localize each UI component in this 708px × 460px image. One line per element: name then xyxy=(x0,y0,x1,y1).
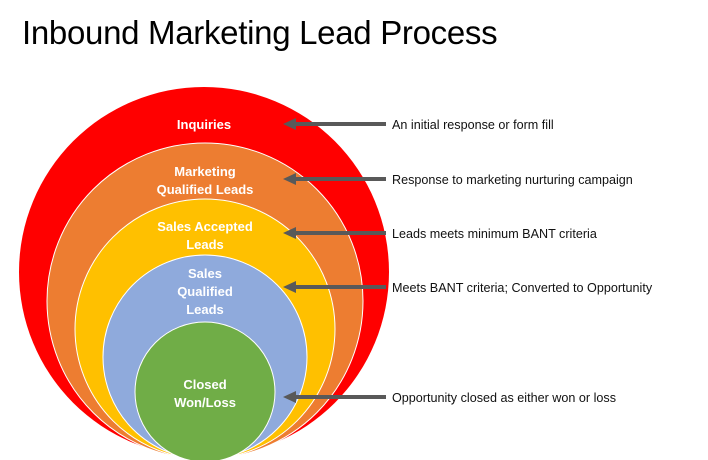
stage-label: Won/Loss xyxy=(174,395,236,410)
arrow-head-icon xyxy=(283,227,296,239)
arrow-head-icon xyxy=(283,173,296,185)
stage-label: Leads xyxy=(186,302,224,317)
stage-description: An initial response or form fill xyxy=(392,118,554,132)
stage-label: Sales Accepted xyxy=(157,219,253,234)
stage-label: Leads xyxy=(186,237,224,252)
stage-description: Leads meets minimum BANT criteria xyxy=(392,227,597,241)
stage-description: Response to marketing nurturing campaign xyxy=(392,173,633,187)
arrow-head-icon xyxy=(283,118,296,130)
stage-label: Qualified Leads xyxy=(157,182,254,197)
stage-label: Qualified xyxy=(177,284,233,299)
stage-description: Meets BANT criteria; Converted to Opport… xyxy=(392,281,653,295)
stage-description: Opportunity closed as either won or loss xyxy=(392,391,616,405)
arrow-head-icon xyxy=(283,391,296,403)
stage-circle xyxy=(134,321,276,460)
stage-label: Marketing xyxy=(174,164,235,179)
stage-label: Inquiries xyxy=(177,117,231,132)
arrow-head-icon xyxy=(283,281,296,293)
stage-label: Closed xyxy=(183,377,226,392)
stage-label: Sales xyxy=(188,266,222,281)
page-title: Inbound Marketing Lead Process xyxy=(22,14,498,51)
